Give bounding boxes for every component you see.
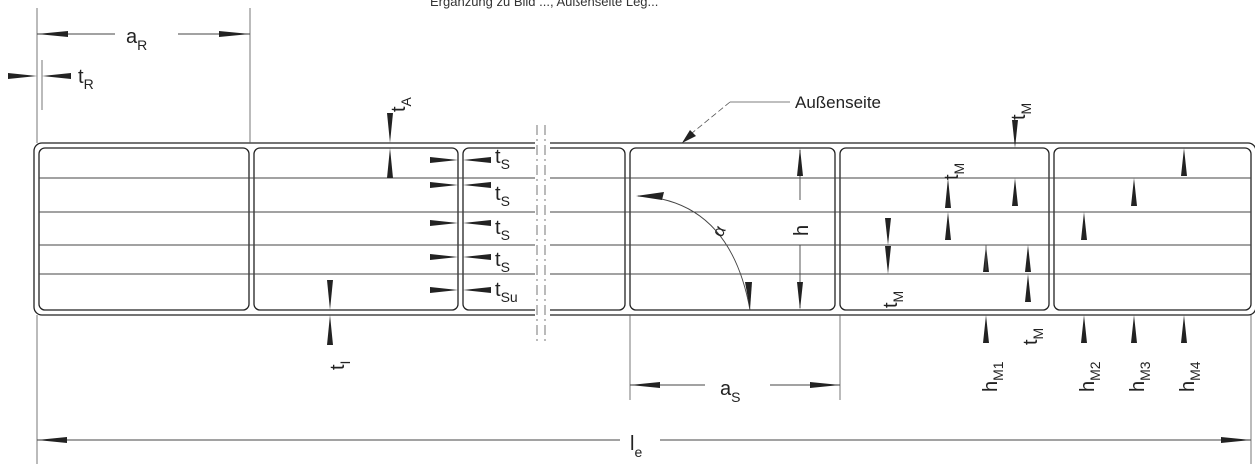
- arrow-aS-right: [810, 382, 840, 388]
- segment-5: [839, 147, 1050, 311]
- arrow-tR-outer: [8, 73, 37, 79]
- arrow-h-bottom: [797, 282, 803, 310]
- segment-6: [1053, 147, 1252, 311]
- break-gap: [535, 125, 550, 350]
- arrow-outer-side: [682, 130, 696, 143]
- label-tM-1: tM: [1008, 103, 1034, 120]
- segment-1: [38, 147, 250, 311]
- label-tM-4: tM: [1020, 328, 1046, 345]
- outer-panel: [33, 142, 1255, 316]
- label-tM-2: tM: [941, 163, 967, 180]
- arrow-le-left: [37, 437, 67, 443]
- hM-arrows: [983, 148, 1187, 343]
- tM-arrows: [885, 120, 1031, 302]
- label-tS-1: tS: [495, 146, 510, 172]
- alpha-arc: [637, 195, 751, 311]
- break-marks: [536, 125, 546, 342]
- label-outer-side: Außenseite: [795, 93, 881, 112]
- label-hM3: hM3: [1127, 361, 1153, 392]
- label-tI: tI: [327, 361, 353, 370]
- label-aR: aR: [126, 26, 147, 53]
- label-tS-4: tS: [495, 249, 510, 275]
- arrow-tA-top: [387, 113, 393, 143]
- label-tS-3: tS: [495, 217, 510, 243]
- label-hM4: hM4: [1177, 361, 1203, 392]
- outer-side-leader: [685, 101, 731, 139]
- arrow-tI-top: [327, 280, 333, 310]
- header-text: Ergänzung zu Bild ..., Außenseite Leg...: [430, 0, 658, 9]
- arrow-aR-left: [37, 31, 68, 37]
- label-hM1: hM1: [980, 361, 1006, 392]
- arrow-tA-bottom: [387, 148, 393, 178]
- label-alpha: α: [708, 223, 729, 240]
- label-le: le: [630, 433, 642, 460]
- arrow-tI-bottom: [327, 315, 333, 345]
- arrow-le-right: [1221, 437, 1251, 443]
- label-tR: tR: [78, 66, 94, 92]
- label-tM-3: tM: [880, 291, 906, 308]
- arrow-h-top: [797, 148, 803, 176]
- segment-4: [629, 147, 836, 311]
- tS-group: [430, 157, 491, 293]
- arrow-alpha-end: [745, 282, 752, 310]
- label-h: h: [791, 225, 813, 236]
- label-tS-2: tS: [495, 183, 510, 209]
- label-tSu: tSu: [495, 279, 518, 305]
- label-tA: tA: [388, 96, 414, 112]
- arrow-tR-inner: [42, 73, 71, 79]
- segment-2: [253, 147, 459, 311]
- label-aS: aS: [720, 378, 740, 405]
- arrow-aR-right: [219, 31, 250, 37]
- arrow-alpha-start: [636, 192, 664, 200]
- label-hM2: hM2: [1077, 361, 1103, 392]
- arrow-aS-left: [630, 382, 660, 388]
- layer-lines: [39, 177, 1251, 275]
